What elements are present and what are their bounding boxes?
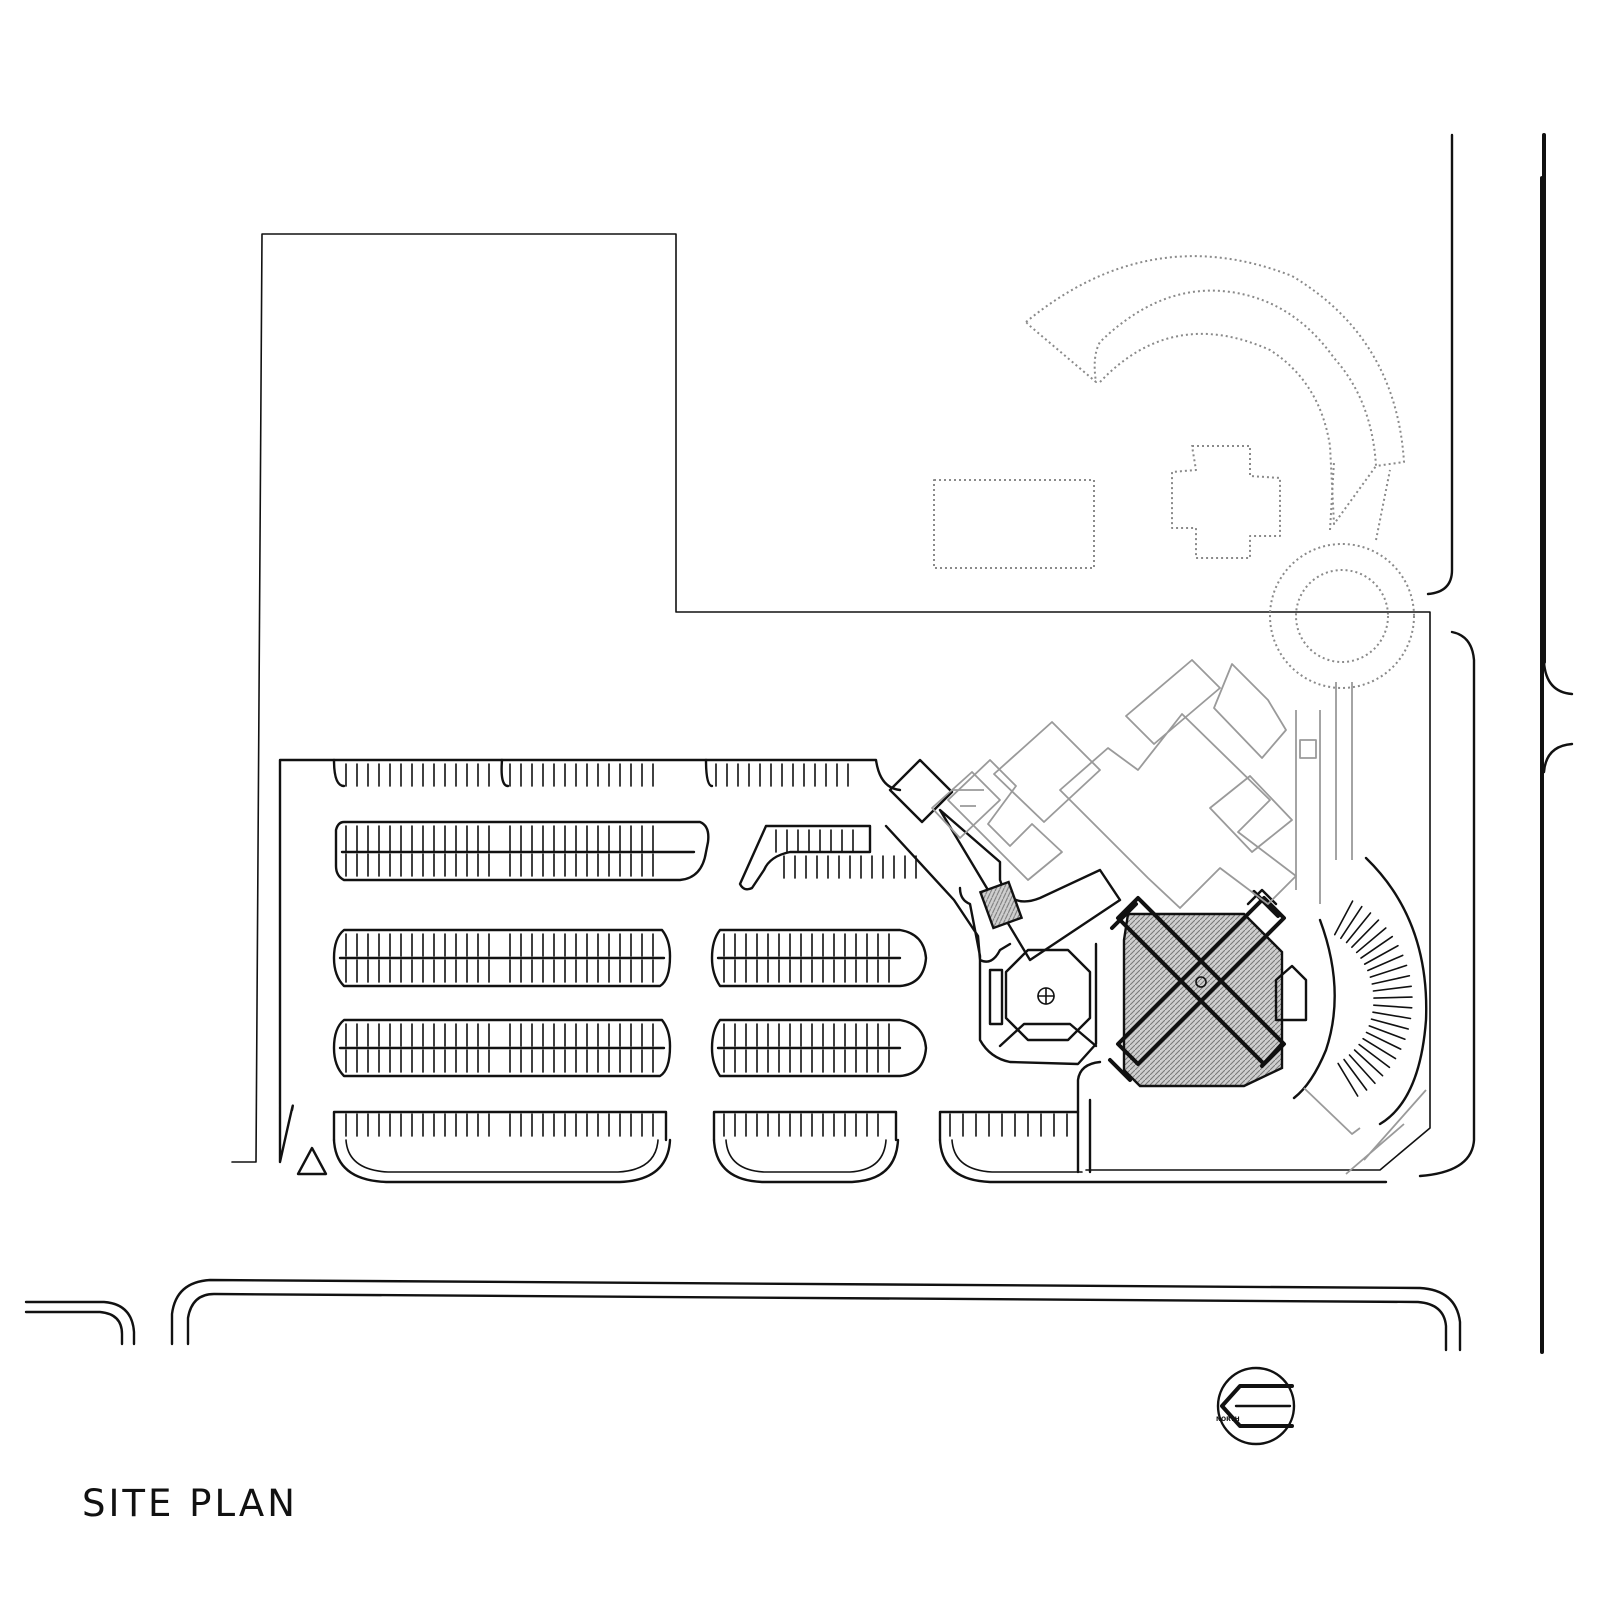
existing-building-roof [931, 771, 1001, 839]
sanctuary-chancel [1246, 888, 1308, 1022]
south-street-north-curb-inner [186, 1292, 1448, 1352]
curved-stall-line [1351, 919, 1380, 949]
curved-stall-line [1340, 905, 1363, 940]
curved-stall-line [1373, 1004, 1413, 1009]
curved-stall-line [1371, 974, 1411, 985]
curved-stall-line [1360, 935, 1394, 959]
sanctuary-arm-ends [1108, 890, 1284, 1082]
chapel-octagon [1004, 948, 1092, 1042]
existing-curved-building [1025, 255, 1405, 525]
property-boundary [231, 233, 1431, 1171]
curved-stall-line [1337, 1062, 1359, 1097]
east-curved-parking-outer [1364, 856, 1428, 1126]
east-street-inner-edge [1418, 133, 1476, 1178]
curved-stall-line [1363, 944, 1399, 965]
curved-stall-line [1333, 900, 1354, 936]
east-drive-lane [1295, 682, 1361, 1135]
building-outline [884, 824, 1098, 1066]
site-entrance-island [296, 1146, 328, 1176]
parking-island-row-2-east [738, 824, 872, 891]
drawing-title: SITE PLAN [82, 1482, 298, 1525]
north-arrow [1216, 1366, 1296, 1446]
curved-stall-line [1358, 1043, 1391, 1069]
curved-stall-line [1353, 1049, 1384, 1077]
curved-stall-line [1365, 1031, 1402, 1050]
parking-island-row-2 [334, 820, 710, 882]
curved-stall-line [1372, 1011, 1412, 1020]
curved-stall-line [1362, 1037, 1397, 1060]
service-drive [1076, 1060, 1102, 1174]
baptistry [978, 880, 1024, 930]
parking-island-row-3 [332, 928, 672, 988]
curved-stall-line [1372, 985, 1412, 992]
east-curved-parking-inner [1292, 918, 1336, 1100]
north-arrow-pointer-icon [1220, 1384, 1294, 1428]
south-street-north-curb [170, 1278, 1462, 1352]
curved-stall-line [1369, 964, 1408, 978]
entry-canopy [988, 968, 1098, 1048]
south-street-west-curb [24, 1300, 136, 1346]
roundabout-inner [1295, 569, 1389, 663]
parking-island-row-4-east [710, 1018, 928, 1078]
east-street-curb-returns [1542, 660, 1574, 774]
north-label: NORTH [1216, 1416, 1240, 1423]
parking-lot-outline [278, 758, 902, 1164]
parking-lot-south-edge [332, 1138, 1388, 1184]
curved-stall-line [1343, 1058, 1368, 1091]
curved-stall-line [1348, 1054, 1376, 1085]
curved-stall-line [1368, 1025, 1406, 1041]
southeast-light-lines [1345, 1089, 1427, 1175]
north-arrow-circle [1216, 1366, 1296, 1446]
existing-cross-building [1171, 445, 1281, 559]
curved-stall-line [1355, 927, 1387, 954]
parking-curb-north-row [332, 758, 1080, 1142]
roundabout-outer [1269, 543, 1415, 689]
curved-parking-stalls [1333, 900, 1413, 1097]
northeast-wing [947, 659, 1317, 909]
church-building [884, 659, 1317, 1088]
roundabout-north-drive [1329, 461, 1391, 541]
curved-stall-line [1345, 912, 1372, 944]
curved-stall-line [1373, 996, 1413, 999]
east-street-outer-edge [1540, 133, 1546, 1354]
parking-island-row-4 [332, 1018, 672, 1078]
existing-rectangular-building [933, 479, 1095, 569]
curved-stall-line [1370, 1018, 1409, 1030]
parking-lot-south-edge-inner [345, 1139, 1083, 1173]
parking-island-row-3-east [710, 928, 928, 988]
chapel-cross-mark [1037, 987, 1055, 1005]
sanctuary-center-mark [1195, 976, 1207, 988]
fellowship-wing [888, 758, 1122, 962]
curved-stall-line [1367, 954, 1404, 972]
parking-stalls [345, 763, 1068, 1137]
